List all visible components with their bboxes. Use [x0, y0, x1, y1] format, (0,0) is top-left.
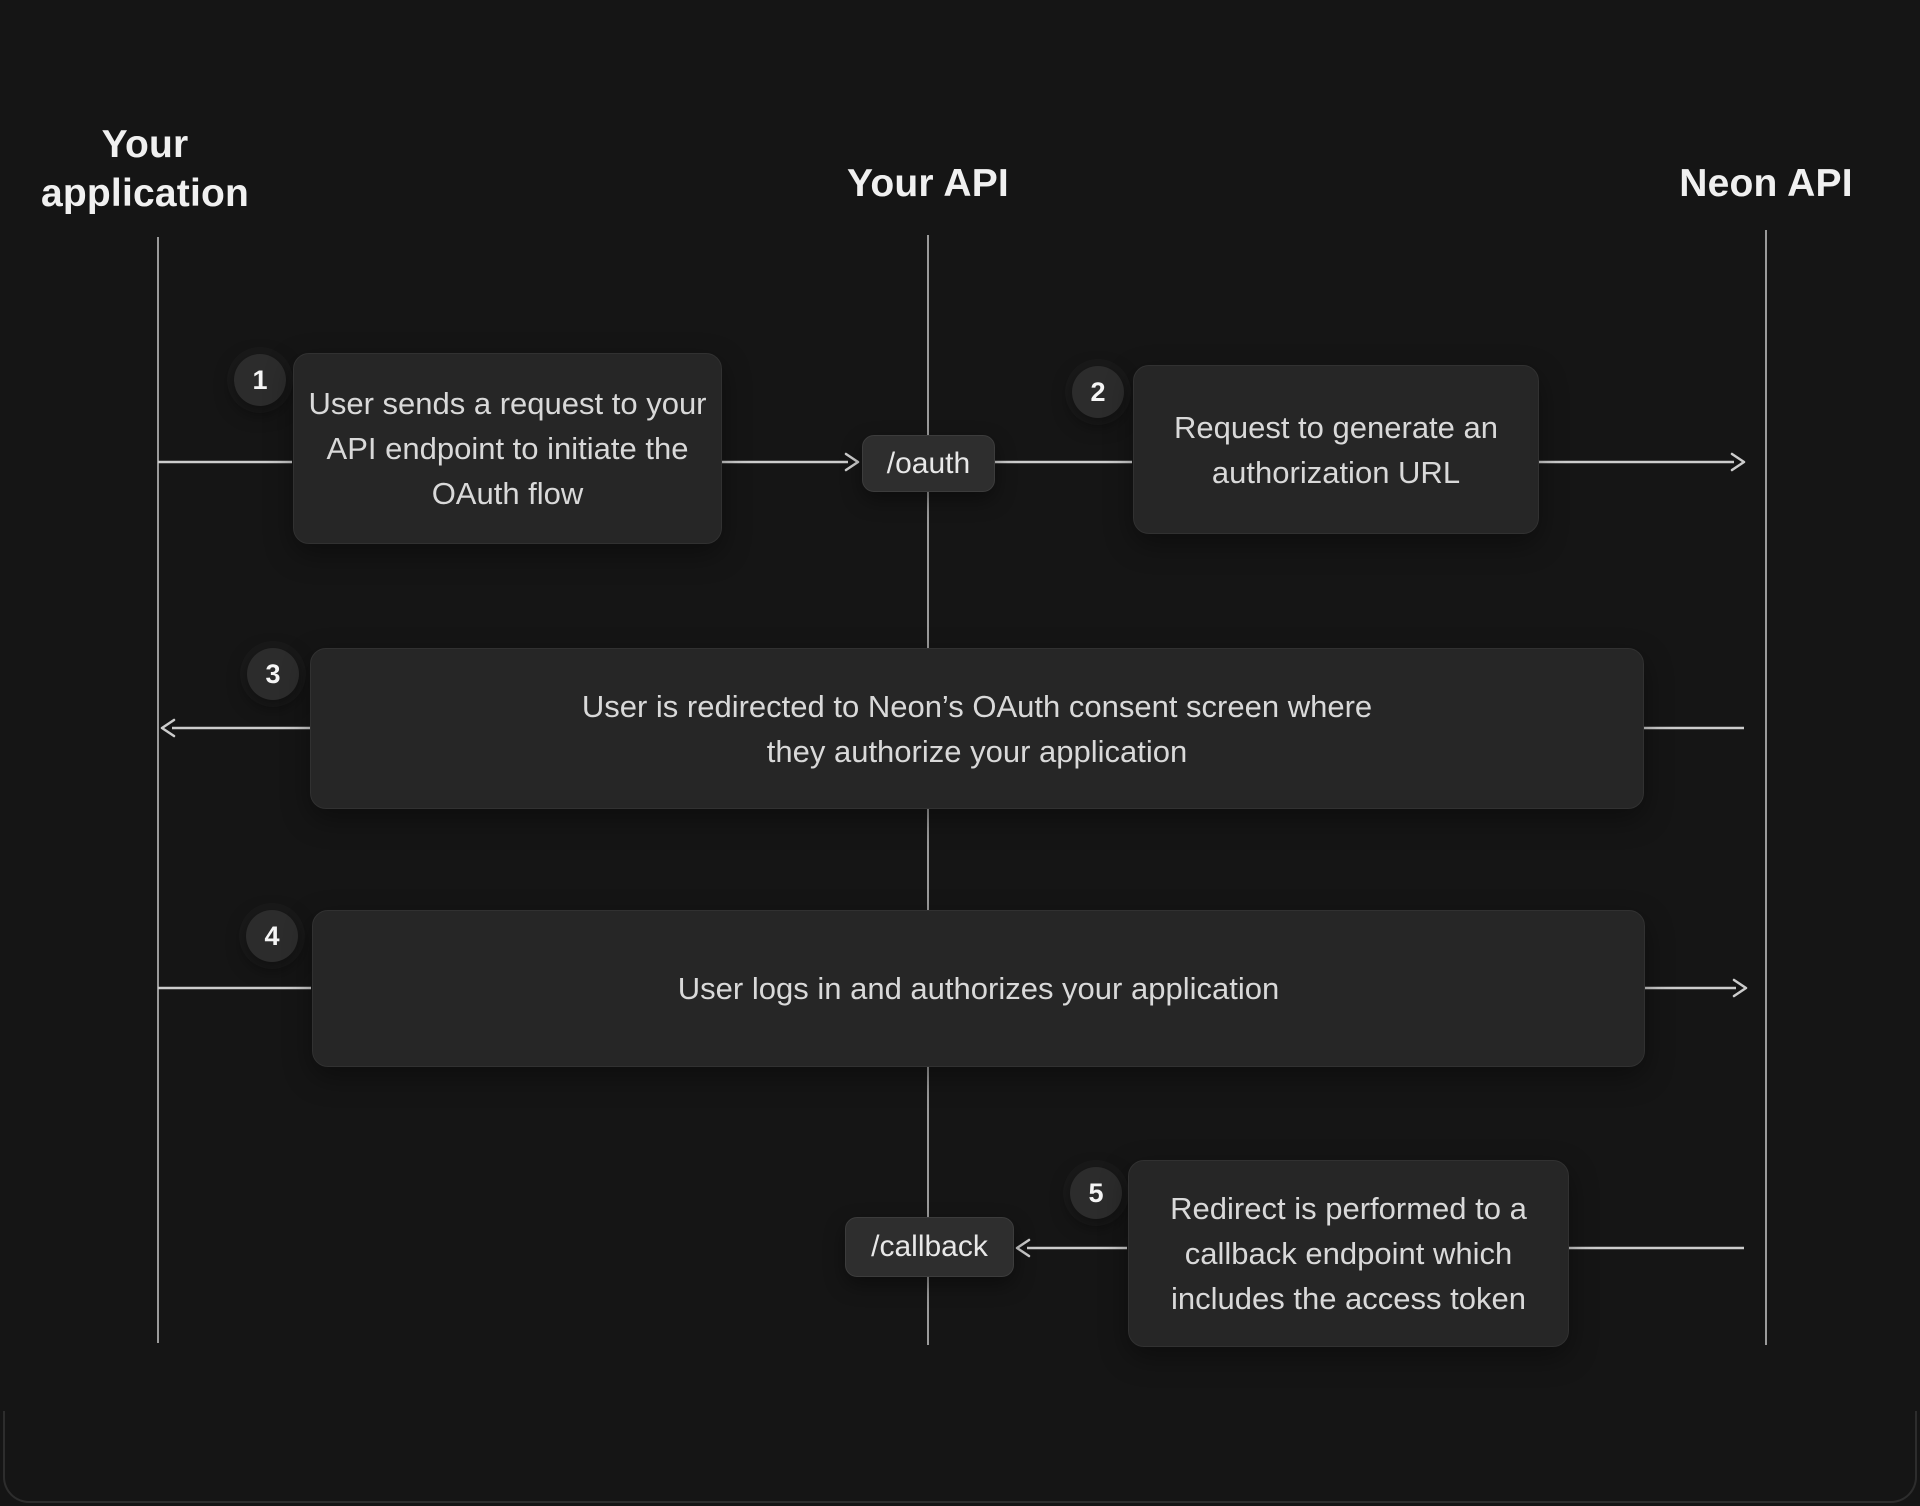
step-text-line: they authorize your application: [766, 733, 1188, 769]
actor-label-line: Neon API: [1679, 162, 1853, 205]
step-number: 5: [1088, 1177, 1104, 1208]
step-text-line: Redirect is performed to a: [1170, 1191, 1527, 1226]
step-2-box: Request to generate an authorization URL: [1133, 365, 1539, 534]
actor-label-line: Your: [101, 123, 189, 166]
step-text-line: API endpoint to initiate the: [326, 431, 689, 466]
step-text-line: includes the access token: [1171, 1281, 1526, 1316]
actor-label-line: Your API: [847, 162, 1009, 205]
step-1-box: User sends a request to your API endpoin…: [293, 353, 722, 544]
message-1-arrowhead-mid: [844, 452, 860, 472]
actor-neon-api: Neon API: [1616, 159, 1916, 208]
step-4-badge: 4: [246, 910, 298, 962]
step-number: 3: [265, 658, 281, 689]
step-2-badge: 2: [1072, 366, 1124, 418]
step-text-line: callback endpoint which: [1184, 1236, 1513, 1271]
step-4-box: User logs in and authorizes your applica…: [312, 910, 1645, 1067]
actor-your-application: Your application: [20, 120, 270, 218]
actor-label-line: application: [40, 172, 250, 215]
step-5-badge: 5: [1070, 1167, 1122, 1219]
step-number: 4: [264, 920, 280, 951]
step-text-line: OAuth flow: [431, 476, 584, 511]
step-1-badge: 1: [234, 354, 286, 406]
message-4-arrowhead-right: [1732, 978, 1748, 998]
step-3-box: User is redirected to Neon’s OAuth conse…: [310, 648, 1644, 809]
step-text-line: User sends a request to your: [308, 386, 707, 421]
message-3-arrowhead-left: [160, 718, 176, 738]
message-2-arrowhead-right: [1730, 452, 1746, 472]
step-5-box: Redirect is performed to a callback endp…: [1128, 1160, 1569, 1347]
endpoint-label: /callback: [871, 1230, 988, 1263]
step-text-line: User is redirected to Neon’s OAuth conse…: [581, 688, 1373, 724]
message-5-arrowhead-left: [1015, 1238, 1031, 1258]
step-text-line: Request to generate an: [1173, 409, 1499, 445]
actor-your-api: Your API: [778, 159, 1078, 208]
endpoint-label: /oauth: [886, 446, 971, 480]
callback-endpoint-chip: /callback: [845, 1217, 1014, 1277]
step-number: 1: [252, 364, 268, 395]
step-number: 2: [1090, 376, 1106, 407]
step-text-line: authorization URL: [1211, 454, 1461, 490]
oauth-endpoint-chip: /oauth: [862, 435, 995, 492]
step-text-line: User logs in and authorizes your applica…: [677, 971, 1280, 1006]
step-3-badge: 3: [247, 648, 299, 700]
